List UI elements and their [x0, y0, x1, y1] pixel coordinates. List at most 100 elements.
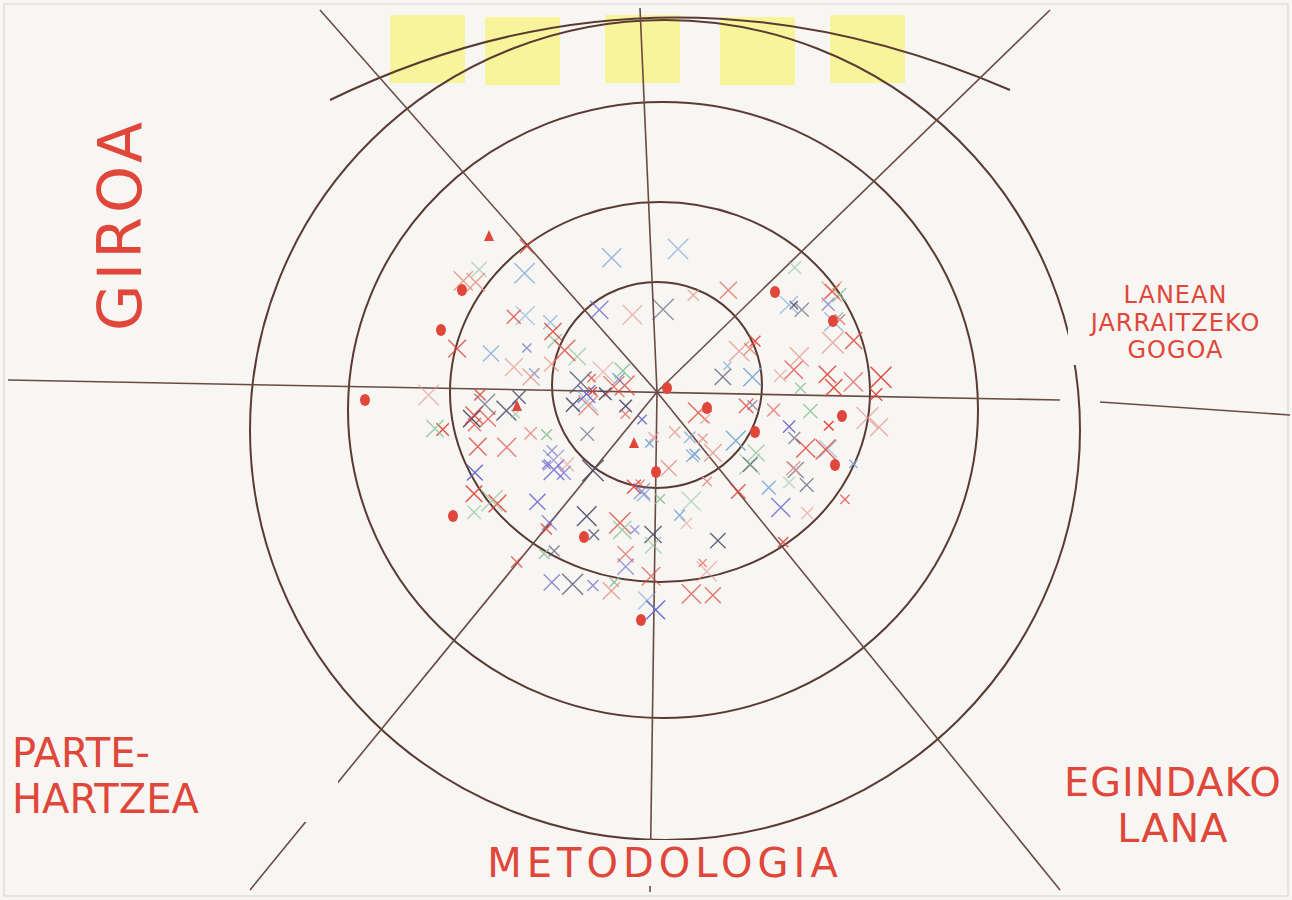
cross-mark [544, 574, 560, 590]
cross-mark [699, 559, 707, 567]
cross-mark [582, 460, 604, 482]
label-box: LANEAN JARRAITZEKO GOGOA [1068, 282, 1283, 365]
cross-mark [655, 494, 665, 504]
label-box: EGINDAKO LANA [1060, 760, 1285, 851]
cross-mark [729, 341, 749, 361]
cross-mark [731, 484, 746, 499]
cross-mark [623, 305, 643, 325]
vote-marks [360, 230, 891, 626]
cross-mark [645, 537, 661, 553]
cross-mark [844, 372, 863, 391]
cross-mark [547, 445, 557, 455]
dot-mark [828, 315, 838, 327]
sector-label: EGINDAKO LANA [1060, 760, 1286, 851]
cross-mark [796, 439, 815, 458]
cross-mark [603, 582, 620, 599]
dot-mark [457, 284, 467, 296]
label-box: PARTE-HARTZEA [8, 730, 338, 822]
cross-mark [845, 332, 862, 349]
dot-mark [830, 459, 840, 471]
cross-mark [483, 345, 499, 361]
cross-mark [466, 486, 483, 503]
dot-mark [448, 510, 458, 522]
cross-mark [700, 414, 710, 424]
cross-mark [800, 478, 814, 492]
cross-mark [637, 415, 646, 424]
cross-mark [669, 426, 681, 438]
triangle-mark [484, 230, 494, 241]
paper-edge [4, 4, 1288, 896]
cross-mark [418, 385, 439, 406]
cross-mark [778, 537, 788, 547]
cross-mark [465, 406, 482, 423]
dot-mark [651, 466, 661, 478]
cross-mark [562, 574, 583, 595]
cross-mark [480, 411, 495, 426]
sector-label: METODOLOGIA [483, 840, 847, 886]
cross-mark [822, 332, 844, 354]
cross-mark [497, 438, 516, 457]
cross-mark [609, 512, 630, 533]
cross-mark [554, 340, 575, 361]
cross-mark [541, 523, 552, 534]
dot-mark [702, 402, 712, 414]
cross-mark [604, 376, 625, 397]
cross-mark [715, 369, 731, 385]
cross-mark [849, 460, 857, 468]
cross-mark [587, 374, 595, 382]
cross-mark [790, 347, 809, 366]
sector-label: PARTE-HARTZEA [8, 730, 338, 822]
cross-mark [524, 427, 536, 439]
cross-mark [824, 312, 843, 331]
cross-mark [857, 407, 879, 429]
cross-mark [803, 404, 817, 418]
cross-mark [469, 438, 487, 456]
cross-mark [710, 533, 725, 548]
cross-mark [819, 440, 837, 458]
cross-mark [801, 507, 813, 519]
cross-mark [786, 461, 800, 475]
cross-mark [689, 449, 700, 460]
cross-mark [621, 409, 631, 419]
label-box: GIROA [85, 135, 155, 335]
sector-lines [8, 8, 1290, 892]
cross-mark [824, 421, 834, 431]
cross-mark [599, 387, 612, 400]
cross-mark [795, 383, 806, 394]
dot-mark [770, 286, 780, 298]
cross-mark [587, 580, 598, 591]
cross-mark [783, 477, 795, 489]
cross-mark [514, 263, 535, 284]
cross-mark [543, 315, 557, 329]
dot-mark [662, 382, 672, 394]
cross-mark [645, 439, 653, 447]
cross-mark [767, 404, 780, 417]
cross-mark [578, 385, 595, 402]
cross-mark [871, 367, 892, 388]
cross-mark [825, 284, 840, 299]
cross-mark [819, 366, 836, 383]
dot-mark [750, 426, 760, 438]
cross-mark [634, 483, 650, 499]
cross-mark [652, 299, 673, 320]
dot-mark [360, 394, 370, 406]
cross-mark [520, 239, 534, 253]
cross-mark [467, 505, 481, 519]
cross-mark [593, 361, 614, 382]
cross-mark [762, 481, 776, 495]
cross-mark [513, 391, 526, 404]
cross-mark [771, 498, 790, 517]
cross-mark [744, 343, 756, 355]
cross-mark [511, 556, 522, 567]
cross-mark [481, 490, 502, 511]
cross-mark [560, 457, 574, 471]
cross-mark [682, 492, 702, 512]
cross-mark [489, 495, 507, 513]
cross-mark [580, 427, 594, 441]
cross-mark [471, 262, 487, 278]
cross-mark [682, 584, 701, 603]
cross-mark [566, 398, 580, 412]
cross-mark [668, 239, 688, 259]
cross-mark [636, 479, 645, 488]
